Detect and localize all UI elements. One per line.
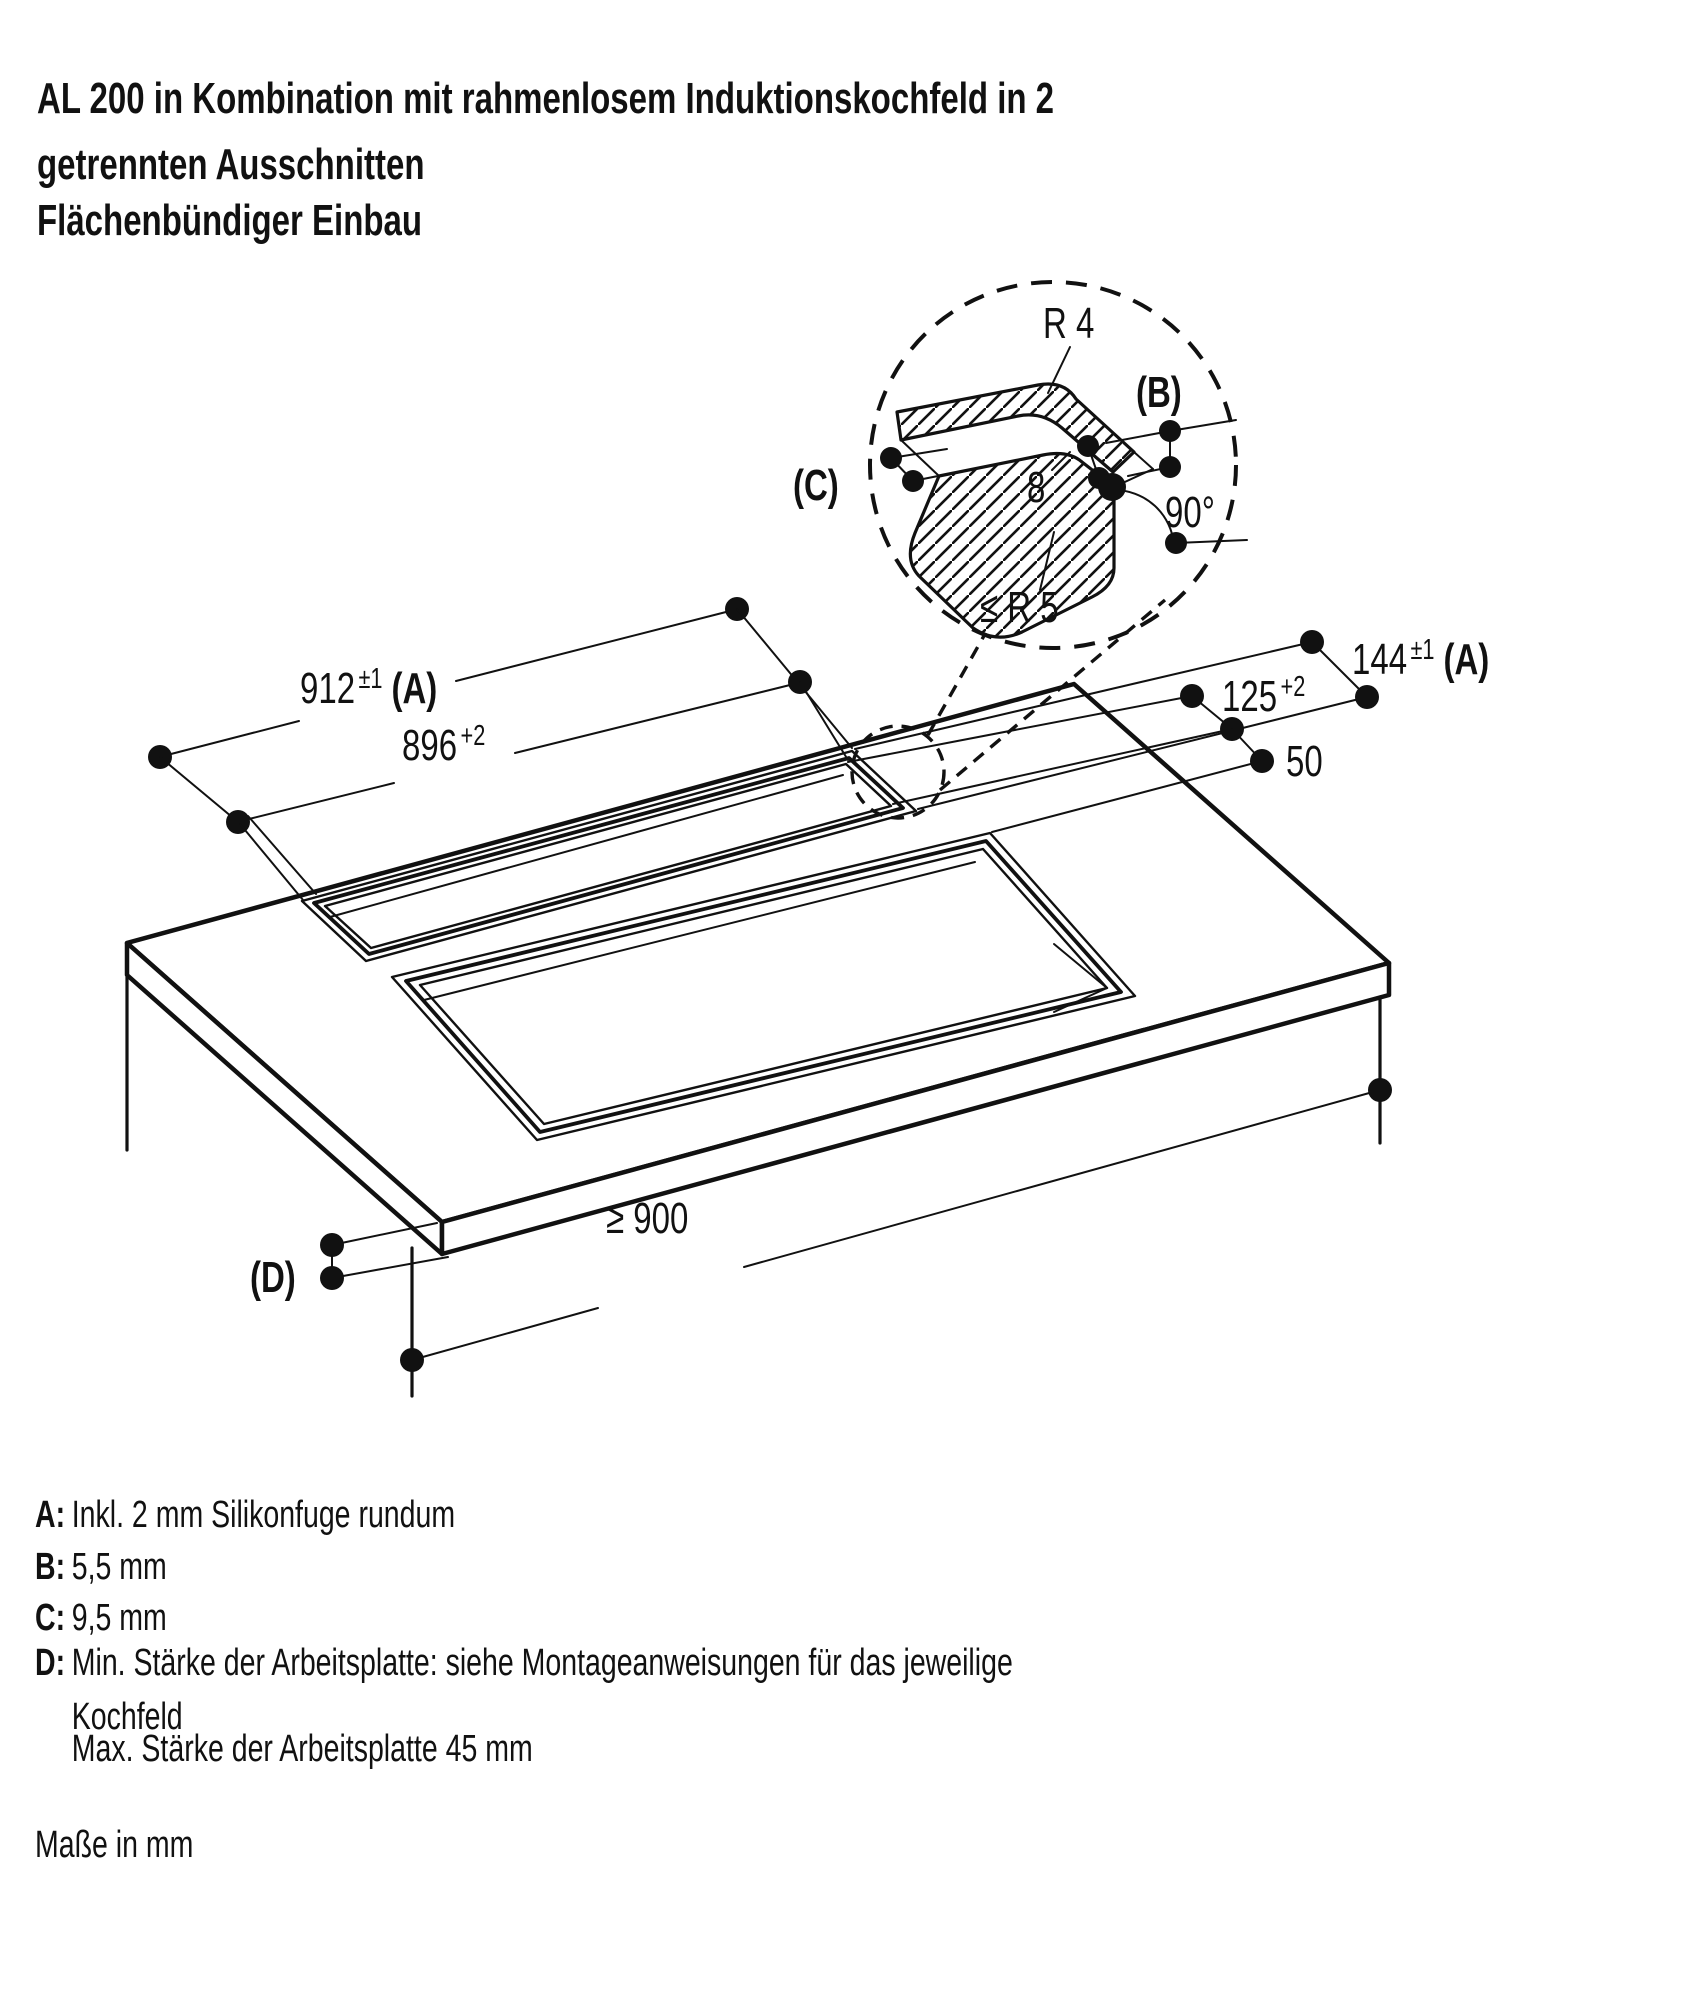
detail-source-circle	[850, 724, 946, 820]
dim-endpoint-dot	[880, 447, 902, 469]
legend-item-b: B: 5,5 mm	[35, 1546, 167, 1589]
svg-text:(A): (A)	[392, 665, 438, 714]
dim-900: ≥ 900	[400, 995, 1392, 1398]
svg-text:≥ 900: ≥ 900	[606, 1195, 688, 1244]
svg-text:(B): (B)	[1136, 369, 1182, 418]
svg-text:(C): (C)	[793, 462, 839, 511]
svg-text:+2: +2	[461, 720, 486, 752]
page-title-line1: AL 200 in Kombination mit rahmenlosem In…	[37, 74, 1055, 123]
svg-text:(D): (D)	[250, 1254, 296, 1303]
dim-D-label: (D)	[250, 1254, 296, 1303]
legend-text: 5,5 mm	[71, 1546, 167, 1588]
detail-r4-label: R 4	[1043, 300, 1094, 349]
legend-key: B:	[35, 1546, 66, 1588]
legend-item-d-extra: Max. Stärke der Arbeitsplatte 45 mm	[35, 1728, 533, 1771]
dim-endpoint-dot	[1355, 685, 1379, 709]
dim-50: 50	[991, 728, 1323, 833]
detail-gap-b: (B)	[1105, 369, 1237, 478]
page-title-line2: getrennten Ausschnitten	[37, 140, 425, 189]
svg-text:≤ R 5: ≤ R 5	[980, 584, 1059, 633]
cooktop-cutout-depth-line	[423, 861, 976, 1001]
dim-endpoint-dot	[1180, 684, 1204, 708]
detail-gap-c: (C)	[793, 447, 959, 511]
dim-endpoint-dot	[1098, 473, 1126, 501]
ventilation-cutout-rebate-step	[312, 756, 905, 956]
svg-text:896: 896	[402, 722, 457, 771]
svg-text:+2: +2	[1281, 671, 1306, 703]
legend-key: D:	[35, 1642, 66, 1684]
dim-endpoint-dot	[400, 1348, 424, 1372]
dim-endpoint-dot	[1300, 630, 1324, 654]
section-rebate-ledge	[895, 382, 1136, 474]
countertop-front-face	[439, 960, 1392, 1257]
legend-key: A:	[35, 1494, 66, 1536]
svg-text:50: 50	[1286, 738, 1323, 787]
svg-text:912: 912	[300, 665, 355, 714]
cooktop-cutout	[390, 831, 1137, 1142]
dim-endpoint-dot	[1077, 435, 1099, 457]
dim-144: 144 ±1 (A)	[854, 630, 1489, 810]
legend-item-d: D: Min. Stärke der Arbeitsplatte: siehe …	[35, 1642, 1013, 1685]
detail-r5-label: ≤ R 5	[980, 584, 1059, 633]
legend-text: Kochfeld	[71, 1696, 183, 1738]
detail-8-label: 8	[1027, 464, 1045, 513]
legend-item-d-continuation: Kochfeld	[35, 1696, 183, 1739]
detail-connector-line1	[926, 633, 987, 736]
legend-text: Max. Stärke der Arbeitsplatte 45 mm	[71, 1728, 533, 1770]
dim-50-label: 50	[1286, 738, 1323, 787]
dim-endpoint-dot	[1250, 749, 1274, 773]
legend-key	[35, 1728, 72, 1771]
dim-endpoint-dot	[320, 1233, 344, 1257]
cooktop-cutout-wall-line1	[1053, 943, 1108, 989]
dim-endpoint-dot	[1368, 1078, 1392, 1102]
dim-D: (D)	[250, 1222, 449, 1303]
svg-text:8: 8	[1027, 464, 1045, 513]
svg-text:144: 144	[1352, 636, 1407, 685]
legend-text: Min. Stärke der Arbeitsplatte: siehe Mon…	[71, 1642, 1013, 1684]
cooktop-cutout-rebate-step	[404, 839, 1123, 1134]
legend-text: Inkl. 2 mm Silikonfuge rundum	[71, 1494, 456, 1536]
legend-item-c: C: 9,5 mm	[35, 1597, 167, 1640]
dim-125: 125 +2	[847, 671, 1305, 805]
svg-text:±1: ±1	[359, 663, 383, 695]
svg-text:125: 125	[1222, 673, 1277, 722]
svg-text:(A): (A)	[1444, 636, 1490, 685]
detail-c-label: (C)	[793, 462, 839, 511]
svg-text:90°: 90°	[1165, 489, 1215, 538]
dim-endpoint-dot	[1165, 532, 1187, 554]
legend-key: C:	[35, 1597, 66, 1639]
dim-144-label: 144 ±1 (A)	[1352, 634, 1489, 684]
dim-900-label: ≥ 900	[606, 1195, 688, 1244]
units-note: Maße in mm	[35, 1824, 194, 1866]
dim-896-label: 896 +2	[402, 720, 485, 770]
ventilation-cutout-inner-edge	[323, 762, 893, 950]
dim-endpoint-dot	[1159, 420, 1181, 442]
detail-balloon: R 4 (B) (C	[793, 280, 1248, 820]
section-slab-body	[908, 451, 1116, 639]
ventilation-cutout-depth-line	[329, 774, 844, 918]
legend-text: 9,5 mm	[71, 1597, 167, 1639]
ventilation-cutout	[300, 749, 918, 963]
detail-angle-90: 90°	[1098, 473, 1248, 554]
detail-r5: ≤ R 5	[980, 531, 1059, 633]
dim-912: 912 ±1 (A)	[148, 597, 853, 823]
dim-125-label: 125 +2	[1222, 671, 1305, 721]
page-title-line3: Flächenbündiger Einbau	[37, 196, 423, 245]
svg-text:±1: ±1	[1411, 634, 1435, 666]
cooktop-cutout-wall-line2	[1053, 987, 1108, 1013]
dim-896: 896 +2	[226, 670, 849, 901]
dim-endpoint-dot	[320, 1266, 344, 1290]
legend-item-a: A: Inkl. 2 mm Silikonfuge rundum	[35, 1494, 455, 1537]
dim-endpoint-dot	[1159, 456, 1181, 478]
detail-90-label: 90°	[1165, 489, 1215, 538]
detail-circle	[868, 280, 1238, 650]
detail-b-label: (B)	[1136, 369, 1182, 418]
dim-912-label: 912 ±1 (A)	[300, 663, 437, 713]
svg-text:R 4: R 4	[1043, 300, 1094, 349]
dim-endpoint-dot	[902, 470, 924, 492]
